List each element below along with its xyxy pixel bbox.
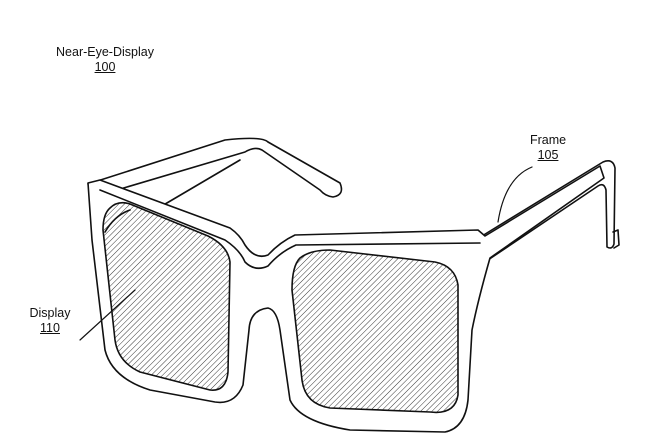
display-name: Display: [29, 306, 71, 320]
device-label: Near-Eye-Display 100: [40, 45, 170, 75]
frame-label: Frame 105: [518, 133, 578, 163]
right-temple-tip: [612, 229, 620, 249]
display-leader-line: [79, 289, 136, 341]
device-ref-number: 100: [94, 60, 116, 74]
display-ref-number: 110: [40, 321, 60, 335]
left-temple: [87, 137, 343, 198]
frame-ref-number: 105: [537, 148, 559, 162]
frame-name: Frame: [529, 133, 567, 147]
frame-top-inner-line: [99, 189, 481, 270]
right-display-lens: [291, 249, 459, 414]
lens-reflection: [104, 209, 131, 233]
left-display-lens: [102, 201, 231, 391]
display-label: Display 110: [20, 306, 80, 336]
device-name: Near-Eye-Display: [56, 45, 154, 59]
frame-leader-line: [497, 166, 533, 223]
left-temple-inner-line: [154, 159, 241, 211]
